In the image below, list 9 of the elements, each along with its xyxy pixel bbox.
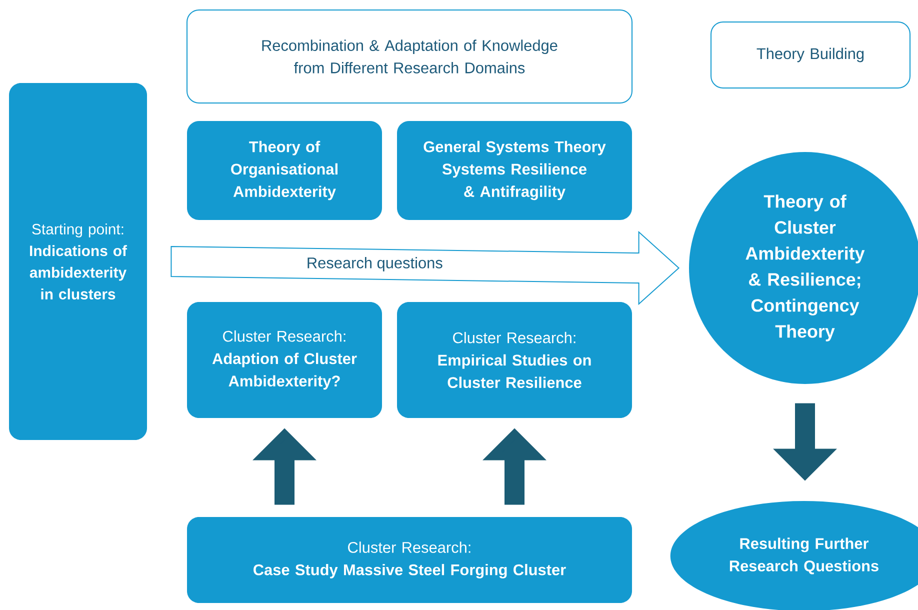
theory-box: Theory of Organisational Ambidexterity	[187, 121, 382, 220]
theory-box: General Systems Theory Systems Resilience & Antifragility	[397, 121, 632, 220]
domain-box: Recombination & Adaptation of Knowledge from Different Research Domains	[186, 10, 632, 104]
heading-box: Theory Building	[710, 22, 910, 88]
edge-label: Research questions	[305, 256, 444, 272]
research-box: Cluster Research: Adaption of Cluster Ambidexterity?	[187, 302, 382, 418]
case-study-box: Cluster Research: Case Study Massive Steel Forging Cluster	[187, 517, 632, 603]
start-box: Starting point: Indications of ambidexterity in clusters	[9, 83, 147, 440]
research-box: Cluster Research: Empirical Studies on Cluster Resilience	[397, 302, 632, 418]
